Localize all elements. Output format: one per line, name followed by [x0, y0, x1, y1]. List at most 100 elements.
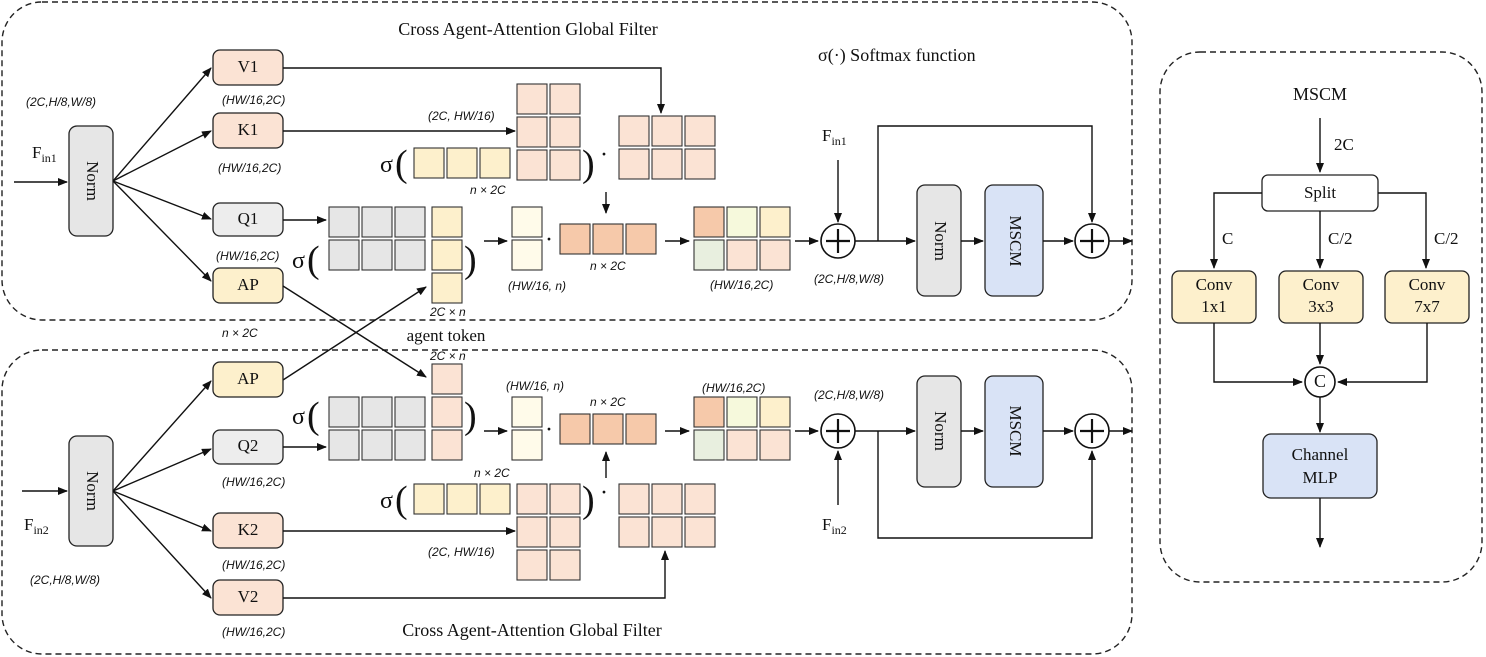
svg-text:Norm: Norm: [931, 221, 950, 261]
svg-text:V1: V1: [238, 57, 259, 76]
ap1-row-matrix: [413, 147, 511, 179]
v1-matrix: [618, 115, 716, 180]
hwn-vector-top: [511, 206, 543, 271]
mscm-panel-container: [1159, 51, 1483, 583]
svg-text:·: ·: [600, 480, 608, 506]
output-matrix-bottom: [693, 396, 791, 461]
v2-to-matrix-arrow: [283, 550, 669, 599]
svg-text:): ): [464, 239, 477, 281]
svg-text:(: (: [307, 239, 320, 281]
svg-text:): ): [464, 395, 477, 437]
fin2-label: Fin2: [24, 515, 49, 537]
sigma-bottom-q: σ: [292, 404, 305, 430]
svg-text:Q1: Q1: [238, 209, 259, 228]
top-title: Cross Agent-Attention Global Filter: [398, 19, 657, 39]
svg-text:): ): [582, 479, 595, 521]
svg-text:AP: AP: [237, 275, 259, 294]
svg-text:·: ·: [545, 227, 553, 253]
svg-text:(: (: [395, 479, 408, 521]
ap2-block: [212, 361, 284, 398]
svg-text:Split: Split: [1304, 183, 1336, 202]
svg-text:(: (: [307, 395, 320, 437]
mscm-branch2-channels: C/2: [1328, 229, 1353, 248]
skip-connection-bottom: [877, 431, 1096, 539]
k1-dims: (HW/16,2C): [218, 161, 281, 175]
res-top-dims: (2C,H/8,W/8): [814, 272, 884, 286]
ap2-row-matrix: [413, 483, 511, 515]
norm-to-ap1-arrow: [112, 180, 212, 282]
svg-text:): ): [582, 143, 595, 185]
svg-text:Q2: Q2: [238, 436, 259, 455]
n2c-bot-dims: n × 2C: [474, 466, 510, 480]
out-bot-dims: (HW/16,2C): [702, 381, 765, 395]
agent-token-column-bottom: [431, 363, 463, 461]
k2-dims: (HW/16,2C): [222, 558, 285, 572]
svg-text:AP: AP: [237, 369, 259, 388]
n2c-mid-top-dims: n × 2C: [590, 259, 626, 273]
svg-text:C: C: [1314, 371, 1326, 391]
out-top-dims: (HW/16,2C): [710, 278, 773, 292]
n2c-top-dims: n × 2C: [470, 183, 506, 197]
svg-text:MSCM: MSCM: [1006, 215, 1025, 266]
svg-text:K2: K2: [238, 520, 259, 539]
agent-top-dims: 2C × n: [429, 305, 466, 319]
svg-text:Conv: Conv: [1196, 275, 1233, 294]
svg-text:Conv: Conv: [1303, 275, 1340, 294]
fin1-label: Fin1: [32, 143, 57, 165]
skip-connection-top: [877, 125, 1096, 241]
svg-text:Norm: Norm: [931, 411, 950, 451]
hwn-vector-bottom: [511, 396, 543, 461]
ap2-to-top-agent-arrow: [282, 286, 427, 381]
bottom-filter-container: [1, 349, 1133, 655]
sigma-bottom-k: σ: [380, 488, 393, 514]
svg-text:Conv: Conv: [1409, 275, 1446, 294]
softmax-legend: σ(·) Softmax function: [818, 45, 976, 66]
k1t-dims: (2C, HW/16): [428, 109, 495, 123]
svg-text:·: ·: [600, 142, 608, 168]
input1-dims: (2C,H/8,W/8): [26, 95, 96, 109]
hwn-bot-dims: (HW/16, n): [506, 379, 564, 393]
q1-matrix: [328, 206, 426, 271]
v2-matrix: [618, 483, 716, 548]
v1-dims: (HW/16,2C): [222, 93, 285, 107]
ap1-block: [212, 267, 284, 304]
sigma-top-k: σ: [380, 152, 393, 178]
agent-token-column-top: [431, 206, 463, 304]
svg-text:3x3: 3x3: [1308, 297, 1334, 316]
svg-text:K1: K1: [238, 120, 259, 139]
q2-dims: (HW/16,2C): [222, 475, 285, 489]
svg-text:V2: V2: [238, 587, 259, 606]
k1t-matrix: [516, 83, 581, 181]
q1-dims: (HW/16,2C): [216, 249, 279, 263]
norm-to-q1-arrow: [112, 180, 212, 220]
svg-text:Channel: Channel: [1292, 445, 1349, 464]
sigma-top-q: σ: [292, 248, 305, 274]
k2t-matrix: [516, 483, 581, 581]
channel-mlp-block: [1262, 433, 1378, 499]
agent-value-row-bottom: [559, 413, 657, 445]
output-matrix-top: [693, 206, 791, 271]
hwn-top-dims: (HW/16, n): [508, 279, 566, 293]
fin2-residual-label: Fin2: [822, 515, 847, 537]
v2-dims: (HW/16,2C): [222, 625, 285, 639]
conv-3x3-block: [1278, 270, 1364, 324]
norm-to-k1-arrow: [112, 130, 212, 182]
mscm-branch1-channels: C: [1222, 229, 1233, 248]
svg-text:7x7: 7x7: [1414, 297, 1440, 316]
bottom-title: Cross Agent-Attention Global Filter: [402, 620, 661, 640]
mscm-panel-title: MSCM: [1293, 84, 1347, 104]
agent-value-row-top: [559, 223, 657, 255]
top-filter-container: [1, 1, 1133, 321]
svg-text:MLP: MLP: [1303, 468, 1338, 487]
mscm-branch3-channels: C/2: [1434, 229, 1459, 248]
svg-text:MSCM: MSCM: [1006, 405, 1025, 456]
svg-text:Norm: Norm: [83, 161, 102, 201]
q2-matrix: [328, 396, 426, 461]
ap1-dims: n × 2C: [222, 326, 258, 340]
svg-text:(: (: [395, 143, 408, 185]
svg-text:Norm: Norm: [83, 471, 102, 511]
svg-text:1x1: 1x1: [1201, 297, 1227, 316]
svg-text:·: ·: [545, 417, 553, 443]
agent-token-label: agent token: [407, 326, 486, 345]
